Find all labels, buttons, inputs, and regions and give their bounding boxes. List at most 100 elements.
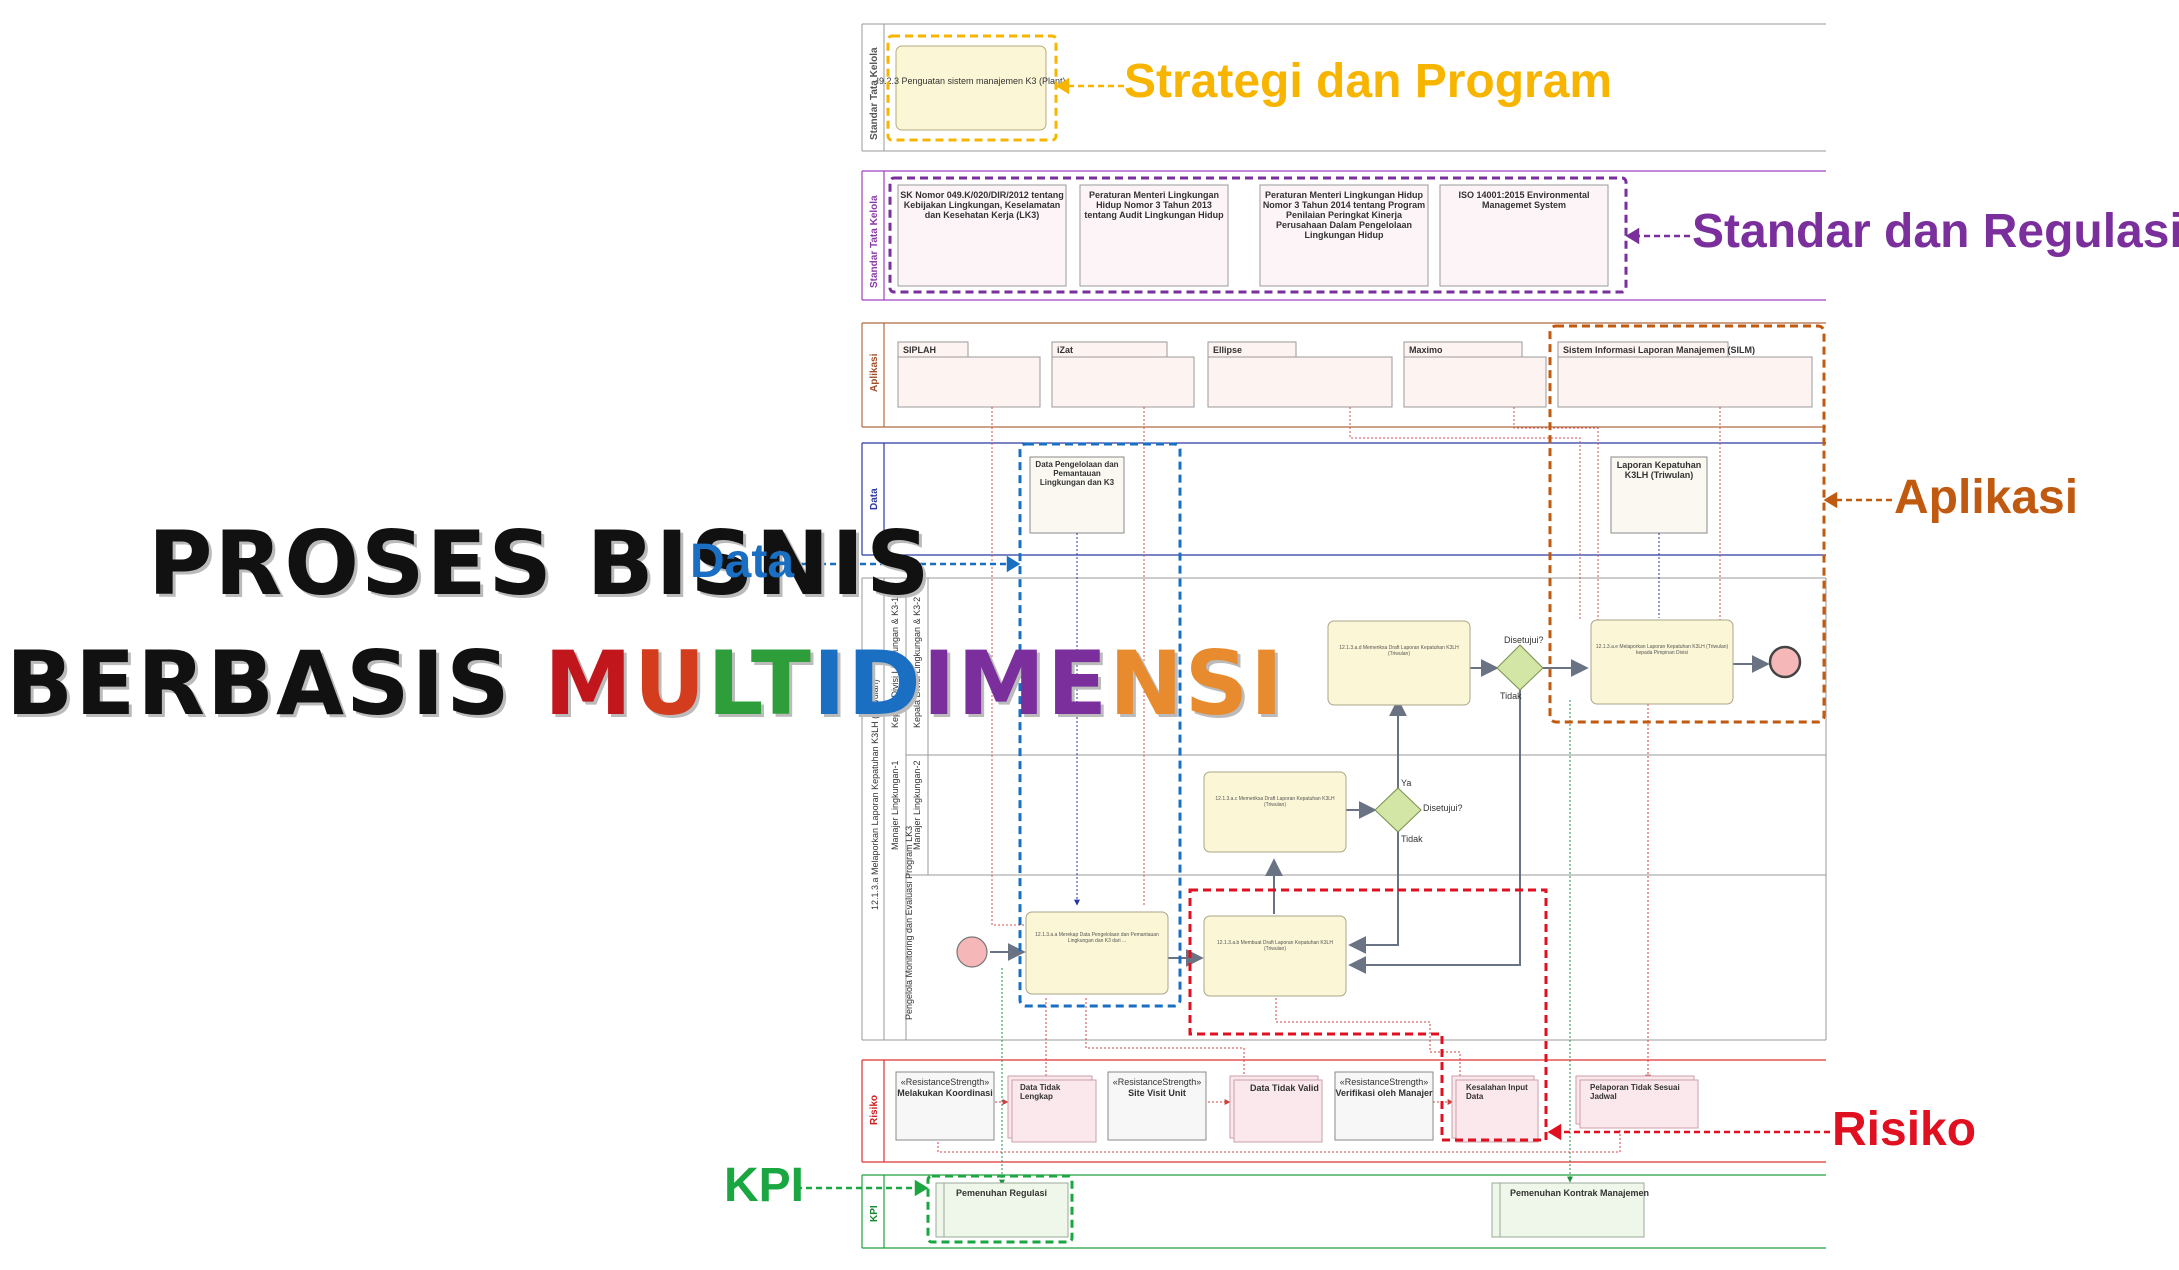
lane-standar: Standar Tata Kelola xyxy=(861,170,1826,301)
standar-box-1[interactable]: SK Nomor 049.K/020/DIR/2012 tentang Kebi… xyxy=(900,190,1064,220)
risk-boxes: «ResistanceStrength» Melakukan Koordinas… xyxy=(895,1071,1699,1143)
flow-lines xyxy=(937,407,1770,1186)
lane-label-strategi: Standar Tata Kelola xyxy=(869,47,880,140)
title-letter-10: S xyxy=(1184,632,1251,735)
lane-data: Data xyxy=(861,442,1826,556)
title-letter-6: I xyxy=(922,632,958,735)
app-izat[interactable]: iZat xyxy=(1051,341,1195,408)
app-ellipse[interactable]: Ellipse xyxy=(1207,341,1393,408)
app-siplah[interactable]: SIPLAH xyxy=(897,341,1041,408)
gateway-1-question: Disetujui? xyxy=(1423,803,1463,813)
lane-label-pengelola: Pengelola Monitoring dan Evaluasi Progra… xyxy=(904,826,914,1020)
lane-label-standar: Standar Tata Kelola xyxy=(869,195,880,288)
start-event[interactable] xyxy=(956,936,988,968)
callout-pointers xyxy=(796,77,1892,1197)
highlight-frames xyxy=(886,34,1826,1244)
risk-5[interactable]: «ResistanceStrength» Verifikasi oleh Man… xyxy=(1334,1071,1434,1141)
highlight-kpi xyxy=(926,1174,1074,1244)
task-5-label: 12.1.3.a.e Melaporkan Laporan Kepatuhan … xyxy=(1595,644,1729,656)
gateway-1-yes: Ya xyxy=(1401,778,1411,788)
title-letter-3: T xyxy=(750,632,813,735)
highlight-standar xyxy=(888,176,1628,294)
risk-7-label: Pelaporan Tidak Sesuai Jadwal xyxy=(1590,1083,1680,1101)
app-silm[interactable]: Sistem Informasi Laporan Manajemen (SILM… xyxy=(1557,341,1813,408)
standar-box-4[interactable]: ISO 14001:2015 Environmental Managemet S… xyxy=(1458,190,1590,210)
callout-strategi: Strategi dan Program xyxy=(1124,54,1612,109)
data-object-2[interactable]: Laporan Kepatuhan K3LH (Triwulan) xyxy=(1610,456,1708,534)
risk-4[interactable]: Data Tidak Valid xyxy=(1229,1075,1323,1143)
title-letter-1: U xyxy=(633,632,708,735)
lane-label-kadiv-inner: Kepala Divisi Lingkungan & K3-2 xyxy=(912,597,922,728)
title-line-1: PROSES BISNIS xyxy=(148,512,932,615)
risk-1[interactable]: «ResistanceStrength» Melakukan Koordinas… xyxy=(895,1071,995,1141)
gateway-2[interactable]: Disetujui? Tidak xyxy=(1496,635,1544,701)
title-multidimensi: MULTIDIMENSI xyxy=(544,632,1285,735)
end-event[interactable] xyxy=(1768,645,1802,679)
task-4[interactable]: 12.1.3.a.d Memeriksa Draft Laporan Kepat… xyxy=(1327,620,1471,706)
svg-text:Maximo: Maximo xyxy=(1409,345,1443,355)
task-2-label: 12.1.3.a.b Membuat Draft Laporan Kepatuh… xyxy=(1217,940,1333,952)
lane-label-manajer-inner: Manajer Lingkungan-2 xyxy=(912,760,922,850)
gateway-1-no: Tidak xyxy=(1401,834,1423,844)
lane-label-data: Data xyxy=(869,488,880,510)
callout-aplikasi: Aplikasi xyxy=(1894,470,2078,525)
lane-label-kadiv-outer: Kepala Divisi Lingkungan & K3-1 xyxy=(890,597,900,728)
risk-6-label: Kesalahan Input Data xyxy=(1466,1083,1528,1101)
lane-label-aplikasi: Aplikasi xyxy=(869,353,880,392)
title-letter-11: I xyxy=(1250,632,1285,735)
lane-label-risiko: Risiko xyxy=(869,1095,880,1125)
callout-risiko-text: Risiko xyxy=(1832,1103,1977,1156)
gateway-1[interactable]: Disetujui? Ya Tidak xyxy=(1374,778,1463,844)
callout-standar: Standar dan Regulasi xyxy=(1692,204,2179,259)
svg-text:iZat: iZat xyxy=(1057,345,1073,355)
task-3[interactable]: 12.1.3.a.c Memeriksa Draft Laporan Kepat… xyxy=(1203,771,1347,853)
highlight-risiko xyxy=(1188,888,1548,1142)
pool-label: 12.1.3.a Melaporkan Laporan Kepatuhan K3… xyxy=(870,679,880,910)
risk-7[interactable]: Pelaporan Tidak Sesuai Jadwal xyxy=(1575,1075,1699,1129)
svg-text:«ResistanceStrength»: «ResistanceStrength» xyxy=(901,1077,990,1087)
title-letter-5: D xyxy=(847,632,923,735)
task-2[interactable]: 12.1.3.a.b Membuat Draft Laporan Kepatuh… xyxy=(1203,915,1347,997)
risk-4-label: Data Tidak Valid xyxy=(1250,1083,1319,1093)
title-letter-2: L xyxy=(707,632,751,735)
risk-2-label: Data Tidak Lengkap xyxy=(1020,1083,1061,1101)
risk-6[interactable]: Kesalahan Input Data xyxy=(1451,1075,1539,1143)
title-line-2: BERBASIS MULTIDIMENSI xyxy=(6,632,1285,735)
gateway-2-question: Disetujui? xyxy=(1504,635,1544,645)
svg-text:«ResistanceStrength»: «ResistanceStrength» xyxy=(1113,1077,1202,1087)
title-line-2-prefix: BERBASIS xyxy=(6,632,545,735)
title-letter-9: N xyxy=(1109,632,1185,735)
data-object-1[interactable]: Data Pengelolaan dan Pemantauan Lingkung… xyxy=(1029,456,1125,534)
title-letter-7: M xyxy=(957,632,1047,735)
standar-box-3[interactable]: Peraturan Menteri Lingkungan Hidup Nomor… xyxy=(1262,190,1426,240)
svg-text:Sistem Informasi Laporan Manaj: Sistem Informasi Laporan Manajemen (SILM… xyxy=(1563,345,1755,355)
title-line-1-text: PROSES BISNIS xyxy=(148,512,932,615)
kpi-1[interactable]: Pemenuhan Regulasi xyxy=(935,1182,1069,1238)
highlight-strategi xyxy=(886,34,1058,142)
callout-aplikasi-text: Aplikasi xyxy=(1894,471,2079,524)
callout-kpi-text: KPI xyxy=(724,1159,805,1212)
svg-text:Site Visit Unit: Site Visit Unit xyxy=(1128,1088,1186,1098)
app-maximo[interactable]: Maximo xyxy=(1403,341,1547,408)
gateway-2-no: Tidak xyxy=(1500,691,1522,701)
strategi-box[interactable]: I9.2.3 Penguatan sistem manajemen K3 (Pl… xyxy=(876,45,1066,131)
standar-box-2[interactable]: Peraturan Menteri Lingkungan Hidup Nomor… xyxy=(1084,190,1224,220)
lane-label-manajer-outer: Manajer Lingkungan-1 xyxy=(890,760,900,850)
task-5[interactable]: 12.1.3.a.e Melaporkan Laporan Kepatuhan … xyxy=(1590,619,1734,705)
callout-standar-text: Standar dan Regulasi xyxy=(1692,205,2179,258)
callout-risiko: Risiko xyxy=(1832,1102,1976,1157)
kpi-2[interactable]: Pemenuhan Kontrak Manajemen xyxy=(1491,1182,1649,1238)
lane-aplikasi: Aplikasi xyxy=(861,322,1826,428)
callout-data: Data xyxy=(690,534,794,589)
callout-kpi: KPI xyxy=(724,1158,804,1213)
risk-2[interactable]: Data Tidak Lengkap xyxy=(1007,1075,1097,1143)
risk-3[interactable]: «ResistanceStrength» Site Visit Unit xyxy=(1107,1071,1207,1141)
svg-text:SIPLAH: SIPLAH xyxy=(903,345,936,355)
task-1[interactable]: 12.1.3.a.a Merekap Data Pengelolaan dan … xyxy=(1025,911,1169,995)
title-letter-0: M xyxy=(544,632,634,735)
highlight-aplikasi xyxy=(1548,324,1826,724)
callout-strategi-text: Strategi dan Program xyxy=(1124,55,1613,108)
data-object-1-label: Data Pengelolaan dan Pemantauan Lingkung… xyxy=(1035,460,1119,487)
svg-text:«ResistanceStrength»: «ResistanceStrength» xyxy=(1340,1077,1429,1087)
svg-text:Melakukan Koordinasi: Melakukan Koordinasi xyxy=(897,1088,993,1098)
